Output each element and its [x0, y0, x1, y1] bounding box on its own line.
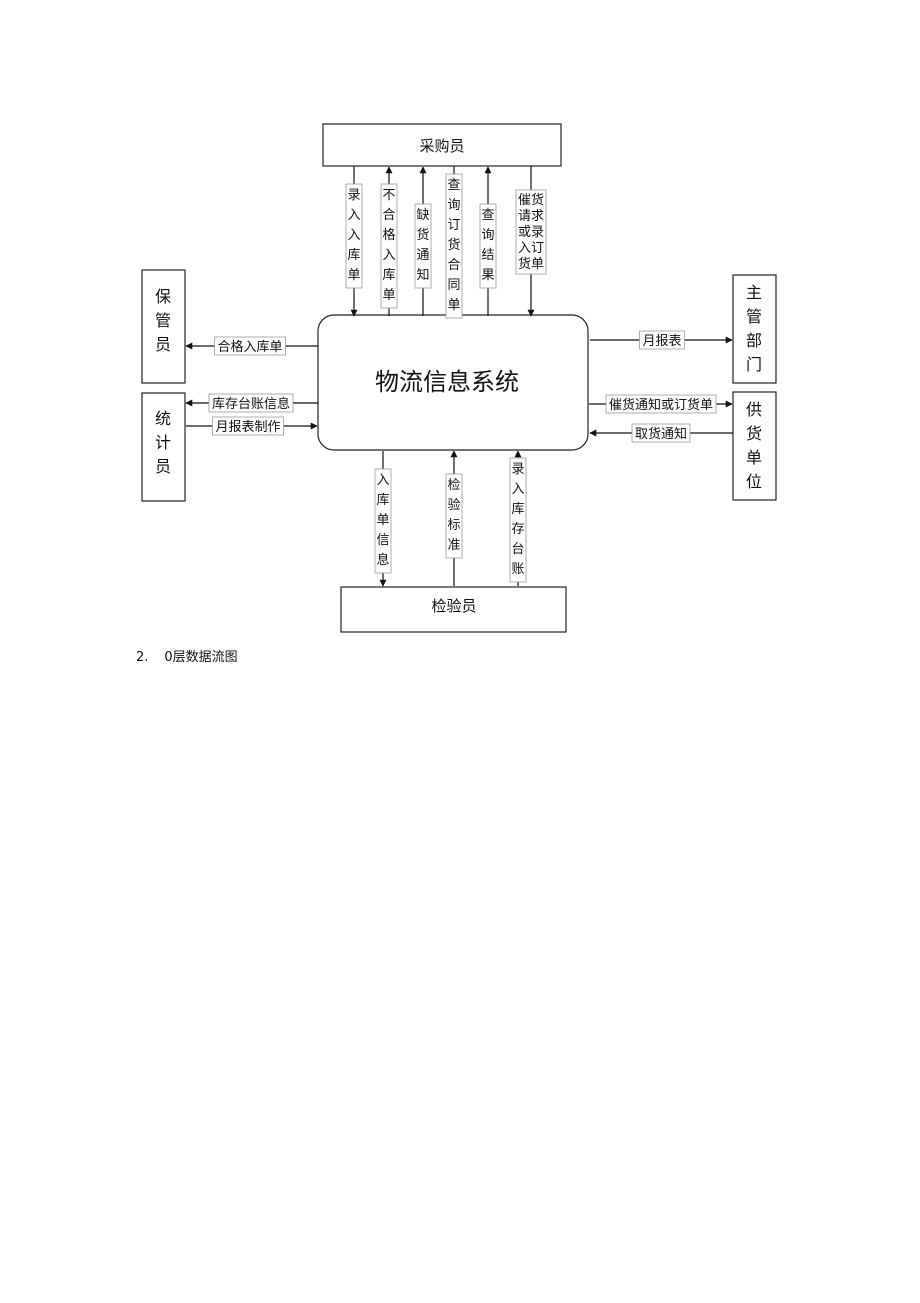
- svg-text:检验标准: 检验标准: [447, 478, 460, 553]
- svg-text:催货通知或订货单: 催货通知或订货单: [609, 397, 713, 413]
- flow-label-buyer-urge: 催货请求或录入订货单: [515, 189, 547, 275]
- system-label: 物流信息系统: [375, 368, 519, 396]
- figure-caption: 2. 0层数据流图: [136, 646, 238, 665]
- flow-label-buyer-shortage: 缺货通知: [414, 203, 432, 289]
- caption-number: 2.: [136, 650, 149, 665]
- flow-label-manager-report: 月报表: [639, 330, 685, 350]
- flow-label-buyer-reject: 不合格入库单: [380, 183, 398, 309]
- flow-label-insp-standard: 检验标准: [445, 473, 463, 559]
- entity-inspector-label: 检验员: [431, 597, 476, 615]
- svg-text:取货通知: 取货通知: [635, 426, 687, 442]
- entity-statistician-box: [141, 392, 186, 502]
- flow-label-buyer-query-contract: 查询订货合同单: [445, 173, 463, 319]
- svg-text:缺货通知: 缺货通知: [416, 208, 429, 283]
- svg-text:不合格入库单: 不合格入库单: [382, 188, 395, 303]
- entity-statistician-label: 统计员: [155, 409, 171, 476]
- svg-text:录入库存台账: 录入库存台账: [511, 462, 524, 577]
- entity-inspector-box: [340, 586, 567, 633]
- entity-supplier-label: 供货单位: [746, 400, 762, 491]
- flow-label-insp-entry-info: 入库单信息: [374, 468, 392, 574]
- entity-buyer-label: 采购员: [419, 137, 464, 155]
- svg-text:月报表: 月报表: [642, 334, 681, 349]
- svg-text:催货请求或录入订货单: 催货请求或录入订货单: [518, 192, 544, 272]
- entity-supplier-box: [732, 391, 777, 501]
- flow-label-supplier-urge: 催货通知或订货单: [605, 394, 717, 414]
- svg-text:入库单信息: 入库单信息: [376, 473, 389, 568]
- svg-text:库存台账信息: 库存台账信息: [212, 396, 290, 412]
- svg-text:月报表制作: 月报表制作: [215, 420, 280, 435]
- entity-manager-label: 主管部门: [746, 283, 762, 374]
- caption-text: 0层数据流图: [164, 650, 238, 665]
- flow-label-stat-report: 月报表制作: [212, 416, 284, 436]
- data-flow-diagram: 录入入库单 不合格入库单 缺货通知 查询订货合同单 查询结果 催货请求或录入订货…: [141, 123, 777, 633]
- flow-label-insp-ledger-entry: 录入库存台账: [509, 457, 527, 583]
- entity-buyer-box: [322, 123, 562, 167]
- svg-text:查询订货合同单: 查询订货合同单: [447, 178, 460, 313]
- flow-label-stat-ledger: 库存台账信息: [208, 393, 294, 413]
- flow-label-supplier-pickup: 取货通知: [631, 423, 691, 443]
- entity-manager-box: [732, 274, 777, 384]
- entity-keeper-label: 保管员: [155, 287, 171, 354]
- svg-text:查询结果: 查询结果: [481, 208, 494, 283]
- flow-label-buyer-entry: 录入入库单: [345, 183, 363, 289]
- svg-text:合格入库单: 合格入库单: [217, 339, 282, 355]
- entity-keeper-box: [141, 269, 186, 384]
- flow-label-buyer-query-result: 查询结果: [479, 203, 497, 289]
- flow-label-keeper-qualified: 合格入库单: [214, 336, 286, 356]
- svg-text:录入入库单: 录入入库单: [347, 188, 360, 283]
